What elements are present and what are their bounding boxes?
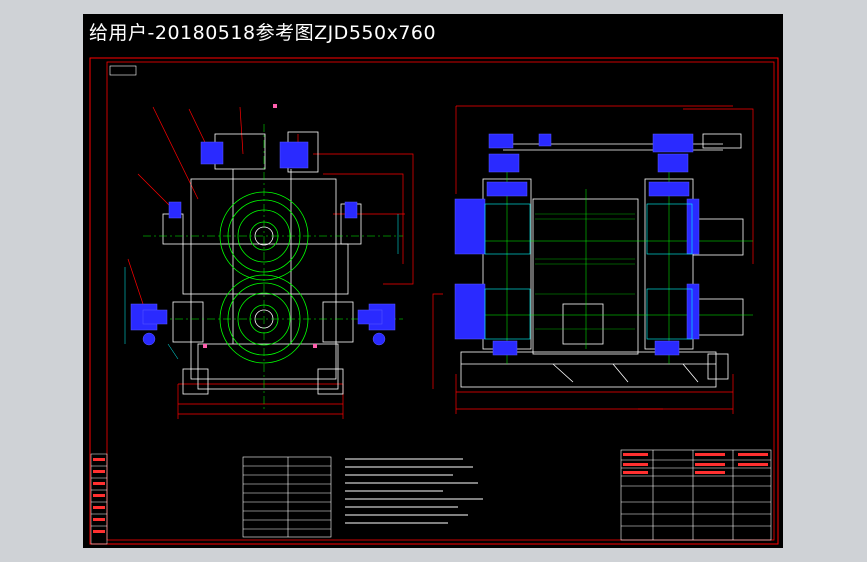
cad-drawing (89, 57, 779, 545)
sheet-tag (109, 65, 137, 76)
inner-frame (106, 61, 775, 541)
outer-frame (89, 57, 779, 545)
drawing-title: 给用户-20180518参考图ZJD550x760 (89, 22, 437, 44)
revision-strip-marks (93, 458, 105, 533)
title-block (620, 449, 772, 541)
tech-requirements-block (242, 456, 483, 538)
revision-strip (90, 453, 108, 545)
side-view (432, 105, 754, 414)
drawing-sheet: 给用户-20180518参考图ZJD550x760 (83, 14, 783, 548)
title-block-red-marks (623, 453, 768, 474)
front-view (124, 104, 414, 419)
